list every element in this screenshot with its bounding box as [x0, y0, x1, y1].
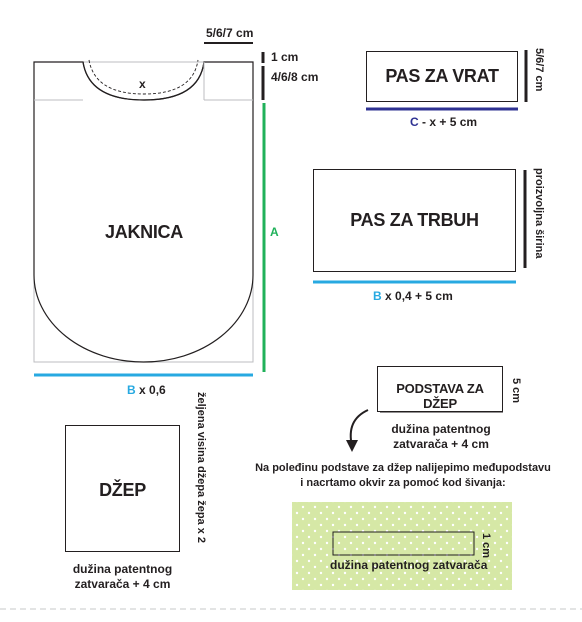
jacket-bottom-label: B x 0,6 — [127, 383, 166, 397]
neck-band-title: PAS ZA VRAT — [385, 66, 499, 86]
neck-band-bottom-suffix: - x + 5 cm — [422, 115, 478, 129]
jacket-title: JAKNICA — [105, 222, 183, 242]
pocket-box: DŽEP — [65, 425, 180, 552]
instruction-line1: Na poleđinu podstave za džep nalijepimo … — [255, 462, 551, 474]
jacket-neck-x: x — [139, 77, 146, 91]
pocket-title: DŽEP — [99, 480, 146, 500]
instruction-line2: i nacrtamo okvir za pomoć kod šivanja: — [300, 477, 506, 489]
interfacing-pattern — [292, 502, 512, 590]
pocket-lining-size-line2: zatvarača + 4 cm — [393, 437, 489, 451]
pocket-side-dim: željena visina džepa žepa x 2 — [195, 392, 207, 544]
neck-band-pattern — [366, 50, 528, 111]
pocket-lining-title: PODSTAVA ZA DŽEP — [396, 381, 484, 411]
jacket-bottom-letter: B — [127, 383, 136, 397]
jacket-bottom-suffix: x 0,6 — [139, 383, 166, 397]
pocket-lining-size-line1: dužina patentnog — [391, 422, 491, 436]
pocket-size-line2: zatvarača + 4 cm — [74, 577, 171, 591]
interfacing-side-dim: 1 cm — [480, 533, 492, 559]
neck-band-bottom-letter: C — [410, 115, 419, 129]
waist-band-side-dim: proizvoljna širina — [533, 168, 545, 259]
neck-band-box: PAS ZA VRAT — [366, 51, 518, 102]
jacket-top-dim: 5/6/7 cm — [206, 26, 254, 40]
neck-band-side-dim: 5/6/7 cm — [533, 48, 545, 92]
jacket-dim-468: 4/6/8 cm — [271, 70, 319, 84]
pocket-size-line1: dužina patentnog — [72, 562, 173, 576]
waist-band-pattern — [313, 170, 527, 284]
waist-band-bottom-letter: B — [373, 289, 382, 303]
waist-band-bottom-suffix: x 0,4 + 5 cm — [385, 289, 453, 303]
pocket-lining-box: PODSTAVA ZA DŽEP — [377, 366, 503, 412]
jacket-side-letter: A — [270, 225, 279, 239]
waist-band-bottom-label: B x 0,4 + 5 cm — [373, 289, 453, 303]
curved-arrow-icon — [346, 409, 369, 452]
pocket-lining-side-dim: 5 cm — [510, 378, 522, 404]
waist-band-box: PAS ZA TRBUH — [313, 169, 516, 272]
neck-band-bottom-label: C - x + 5 cm — [410, 115, 477, 129]
jacket-dim-1cm: 1 cm — [271, 50, 299, 64]
waist-band-title: PAS ZA TRBUH — [350, 210, 479, 230]
jacket-pattern — [33, 42, 266, 377]
interfacing-caption: dužina patentnog zatvarača — [330, 558, 488, 572]
